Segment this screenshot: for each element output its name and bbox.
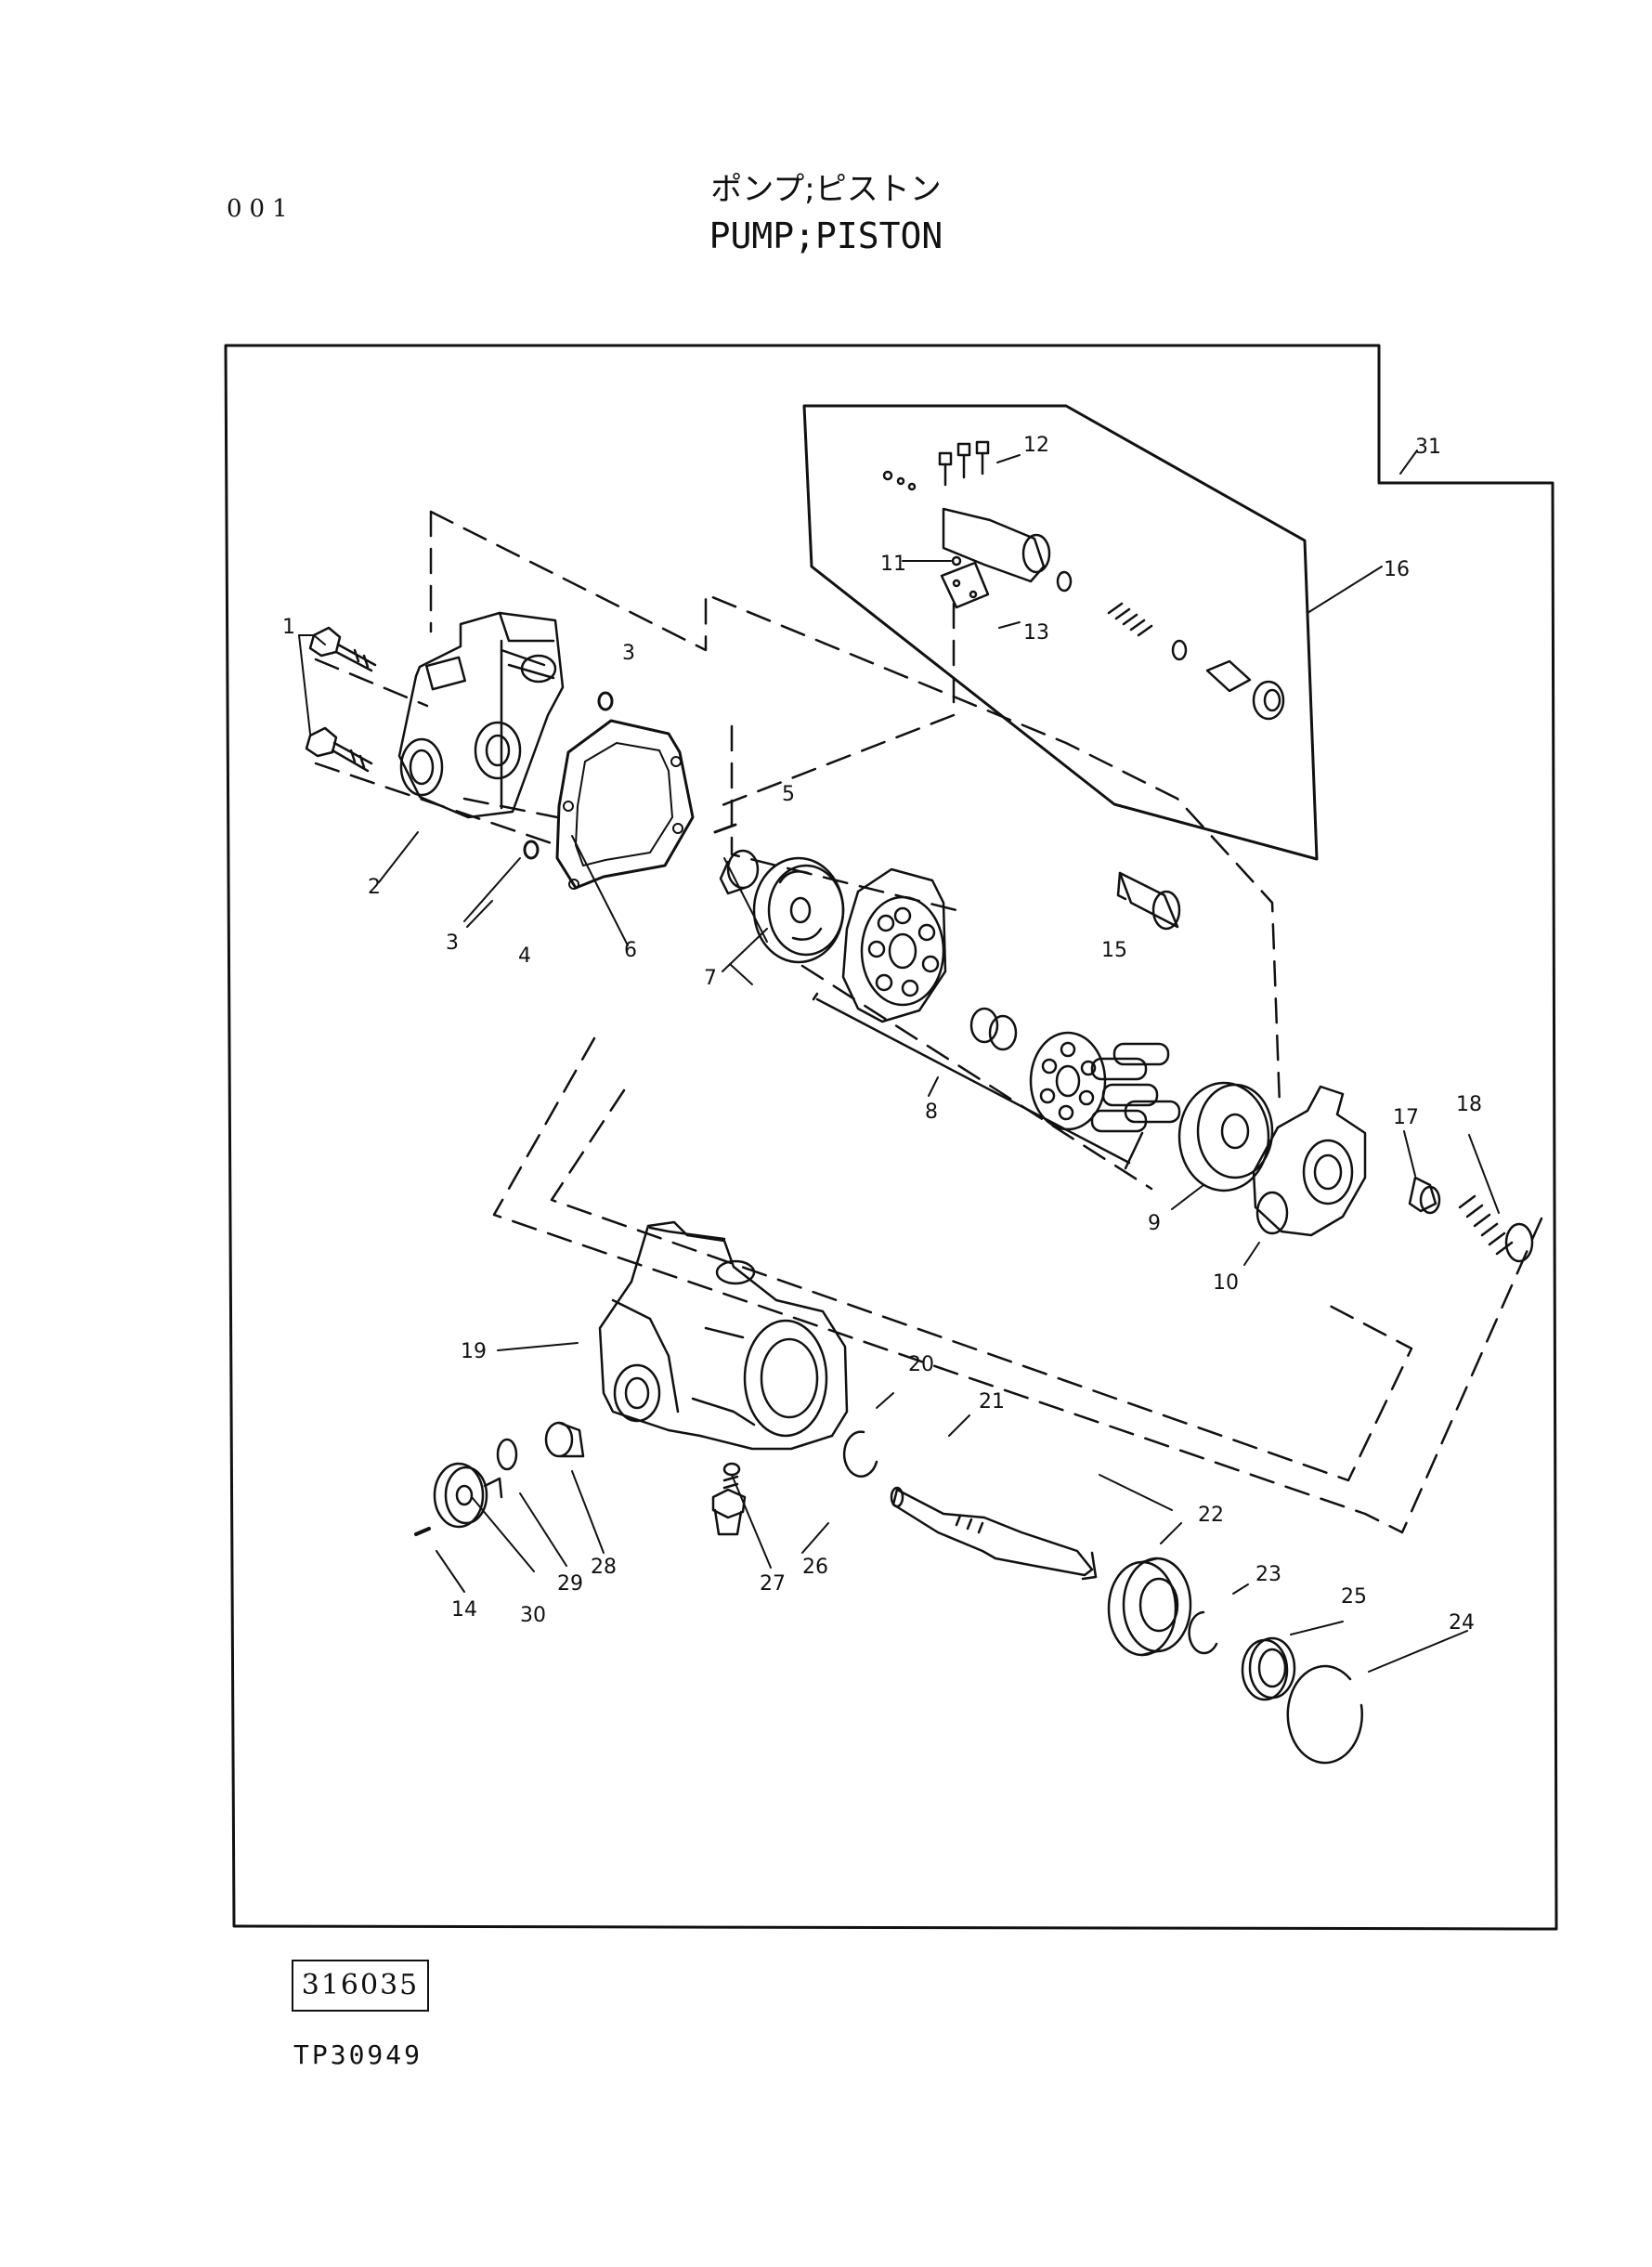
o-ring-29: [496, 1438, 518, 1471]
spring-26: [722, 1462, 741, 1490]
spring-18: [1458, 1194, 1534, 1263]
pin-5: [713, 823, 737, 834]
shaft-21: [890, 1486, 1098, 1581]
swash-plate-9: [1177, 1081, 1274, 1192]
callout-label: 20: [908, 1353, 934, 1376]
callout-label: 12: [1023, 434, 1049, 457]
plunger-17: [1408, 1176, 1441, 1215]
callout-label: 25: [1341, 1585, 1367, 1609]
subassembly-frame: [802, 404, 1319, 861]
plug-28: [544, 1421, 585, 1458]
dashed-guide-shaft: [800, 964, 1153, 1191]
callout-label: 29: [557, 1572, 583, 1596]
dashed-guide-mid: [730, 724, 958, 912]
cover-30: [433, 1462, 503, 1529]
dashed-guide-link: [713, 602, 956, 810]
callout-label: 3: [622, 642, 635, 665]
callout-label: 5: [782, 783, 795, 806]
outer-frame: [224, 344, 1558, 1931]
callout-label: 7: [704, 967, 717, 990]
callout-label: 26: [802, 1556, 828, 1579]
snap-ring-23: [1188, 1610, 1218, 1655]
oil-seal-25: [1241, 1636, 1296, 1701]
circlip-20: [842, 1430, 878, 1478]
retaining-ring-24: [1286, 1664, 1363, 1765]
pin-14: [414, 1527, 431, 1536]
title-english: PUMP;PISTON: [709, 215, 943, 256]
reference-number-box: 316035: [292, 1960, 429, 2012]
callout-label: 1: [282, 616, 295, 639]
bearing-22: [1107, 1557, 1192, 1657]
dashed-guide-housing-outer: [492, 1036, 1543, 1534]
dashed-guide-top2: [429, 510, 1281, 1107]
pin-3b: [523, 840, 540, 860]
pump-housing-19: [598, 1220, 849, 1451]
bush-6: [719, 849, 760, 895]
callout-label: 23: [1255, 1563, 1281, 1586]
callout-label: 8: [925, 1101, 938, 1124]
callout-label: 18: [1456, 1093, 1482, 1116]
title-japanese: ポンプ;ピストン: [710, 171, 942, 208]
spring-washer-b: [988, 1014, 1018, 1051]
callout-label: 19: [461, 1340, 487, 1363]
callout-label: 15: [1101, 939, 1127, 962]
valve-block-2: [397, 611, 565, 819]
callout-label: 22: [1198, 1504, 1224, 1527]
callout-label: 24: [1449, 1611, 1475, 1635]
callout-label: 31: [1415, 436, 1441, 459]
sleeve-15: [1116, 871, 1181, 931]
callout-label: 4: [518, 945, 531, 968]
bolt-1a: [308, 626, 377, 672]
callout-label: 14: [451, 1598, 477, 1622]
page-number: 001: [227, 195, 295, 223]
callout-label: 2: [368, 876, 381, 899]
cam-10: [1252, 1085, 1367, 1237]
callout-labels: 1 2 3 3 4 5 6 7 8 9 10 11 12 13 14 15 16…: [282, 434, 1482, 1635]
callout-label: 11: [880, 553, 906, 576]
callout-label: 28: [591, 1556, 617, 1579]
cylinder-block-8: [812, 867, 1144, 1170]
callout-label: 30: [520, 1604, 546, 1627]
bolt-1b: [305, 726, 373, 773]
retainer-plate: [1029, 1031, 1107, 1131]
callout-label: 21: [979, 1390, 1005, 1414]
callout-label: 16: [1384, 558, 1410, 581]
drawing-code: TP30949: [293, 2039, 423, 2070]
pistons: [1090, 1042, 1181, 1133]
valve-plate-7: [752, 856, 845, 964]
callout-label: 3: [446, 932, 459, 955]
callout-label: 6: [624, 939, 637, 962]
dashed-guide-housing-inner: [550, 1088, 1413, 1482]
dashed-guide-pins: [462, 797, 559, 819]
control-valve-parts: [882, 440, 1285, 721]
plug-27: [711, 1488, 747, 1536]
callout-label: 10: [1213, 1271, 1239, 1295]
gasket-4: [555, 719, 695, 890]
dashed-guide-pump-left: [314, 658, 429, 708]
callout-label: 17: [1393, 1106, 1419, 1129]
callout-label: 13: [1023, 621, 1049, 645]
callout-label: 9: [1148, 1212, 1161, 1235]
callout-label: 27: [760, 1572, 786, 1596]
pin-3a: [597, 691, 614, 711]
spring-washer-a: [969, 1007, 999, 1044]
